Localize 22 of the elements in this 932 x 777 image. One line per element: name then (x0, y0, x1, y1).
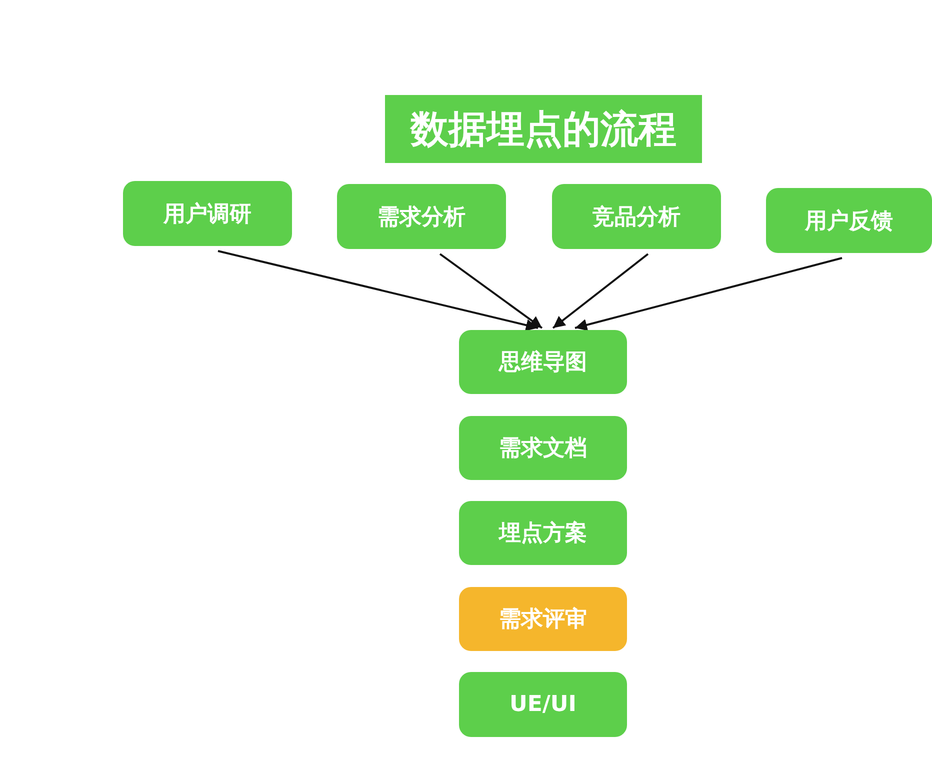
arrow (552, 253, 649, 329)
process-box (459, 672, 627, 737)
node-label: 需求文档 (499, 435, 587, 463)
process-box (459, 501, 627, 565)
node-label: 埋点方案 (499, 520, 587, 548)
process-box (459, 330, 627, 394)
node-label: 用户调研 (164, 200, 252, 228)
node-label: 用户反馈 (805, 208, 893, 236)
node-label: 需求评审 (499, 606, 587, 634)
node-label: 思维导图 (499, 349, 587, 377)
process-box (459, 587, 627, 651)
process-box (459, 416, 627, 480)
process-box (552, 184, 721, 249)
title: 数据埋点的流程 (385, 95, 702, 163)
arrow (439, 253, 543, 329)
node-label: UE/UI (510, 692, 576, 717)
node-label: 需求分析 (378, 204, 466, 232)
process-box (123, 181, 292, 246)
arrow (218, 250, 538, 332)
process-box (766, 188, 932, 253)
node-label: 竞品分析 (592, 204, 680, 232)
process-box (337, 184, 506, 249)
